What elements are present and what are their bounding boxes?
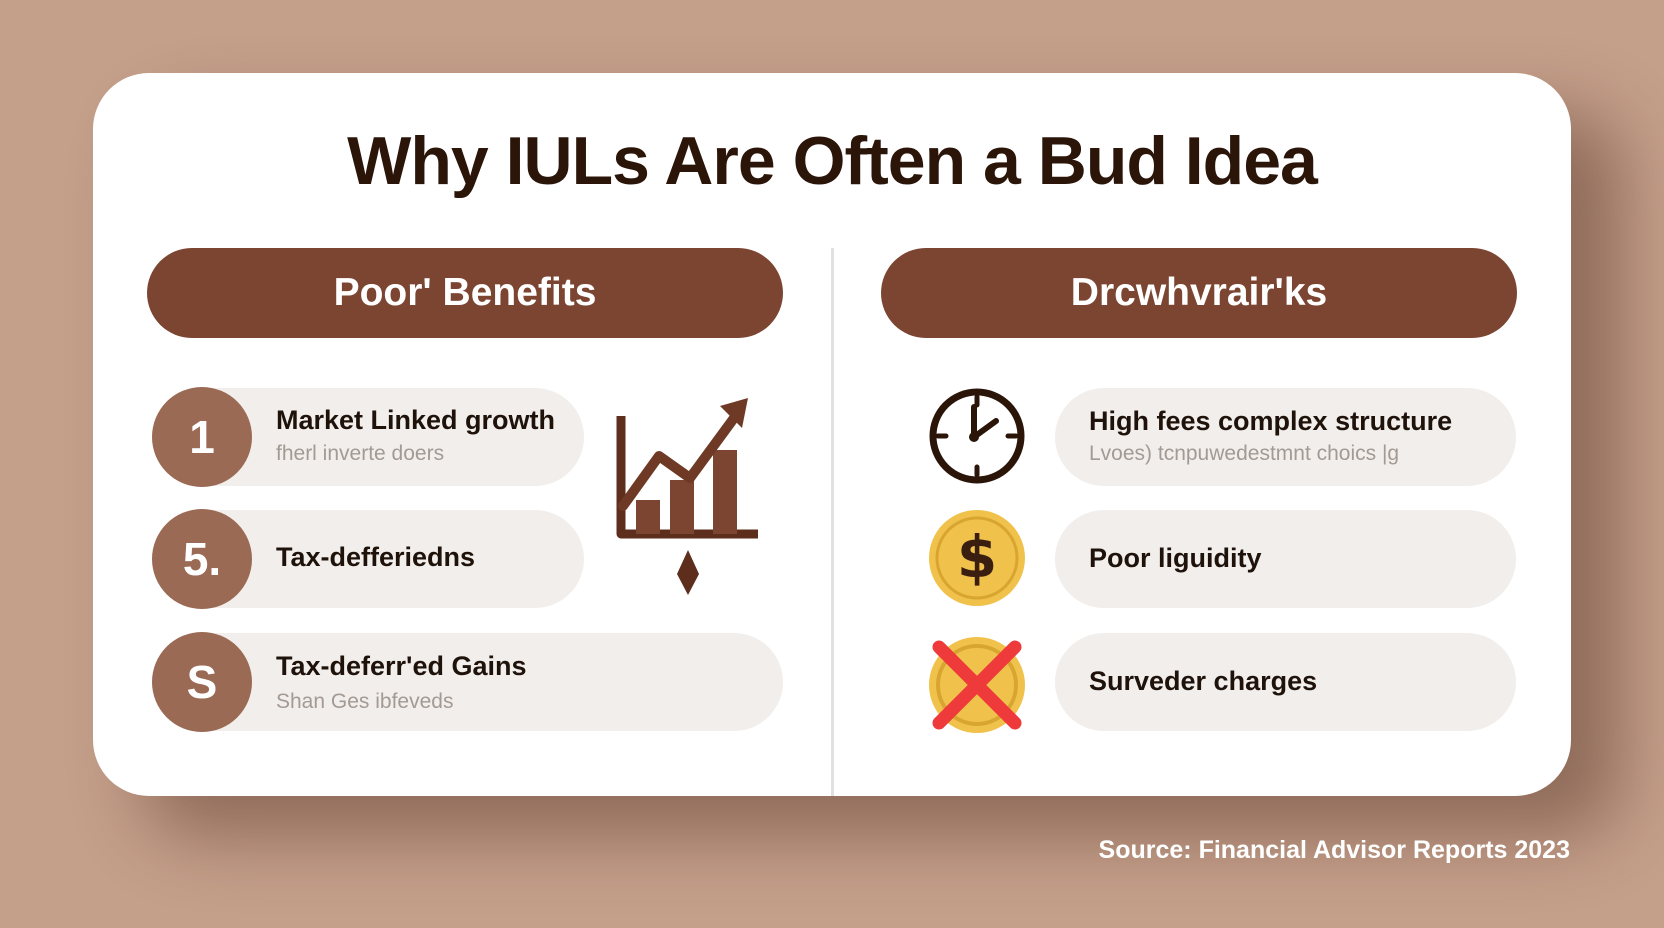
drawbacks-header: Drcwhvrair'ks xyxy=(881,248,1517,338)
benefit-number-3: S xyxy=(152,632,252,732)
column-divider xyxy=(831,248,834,796)
benefit-number-1: 1 xyxy=(152,387,252,487)
benefit-subtitle-1: fherl inverte doers xyxy=(276,442,445,465)
growth-chart-icon xyxy=(616,398,758,595)
drawback-row-3 xyxy=(1055,633,1516,731)
drawback-row-1 xyxy=(1055,388,1516,486)
clock-icon xyxy=(929,388,1025,484)
page-title: Why IULs Are Often a Bud Idea xyxy=(347,123,1318,199)
drawback-title-1: High fees complex structure xyxy=(1089,406,1453,436)
cross-coin-icon xyxy=(929,637,1025,733)
dollar-coin-icon: $ xyxy=(929,510,1025,606)
drawback-title-2: Poor liguidity xyxy=(1089,543,1262,573)
benefits-header: Poor' Benefits xyxy=(147,248,783,338)
benefit-title-1: Market Linked growth xyxy=(276,405,556,435)
drawback-row-2 xyxy=(1055,510,1516,608)
drawback-subtitle-1: Lvoes) tcnpuwedestmnt choics |g xyxy=(1089,442,1400,465)
benefit-title-2: Tax-defferiedns xyxy=(276,542,476,572)
benefit-row-3 xyxy=(152,633,783,731)
benefit-title-3: Tax-deferr'ed Gains xyxy=(276,651,527,681)
drawback-title-3: Surveder charges xyxy=(1089,666,1318,696)
benefit-number-2: 5. xyxy=(152,509,252,609)
benefit-subtitle-3: Shan Ges ibfeveds xyxy=(276,690,454,713)
source-caption: Source: Financial Advisor Reports 2023 xyxy=(1098,836,1570,864)
svg-text:$: $ xyxy=(957,523,997,591)
